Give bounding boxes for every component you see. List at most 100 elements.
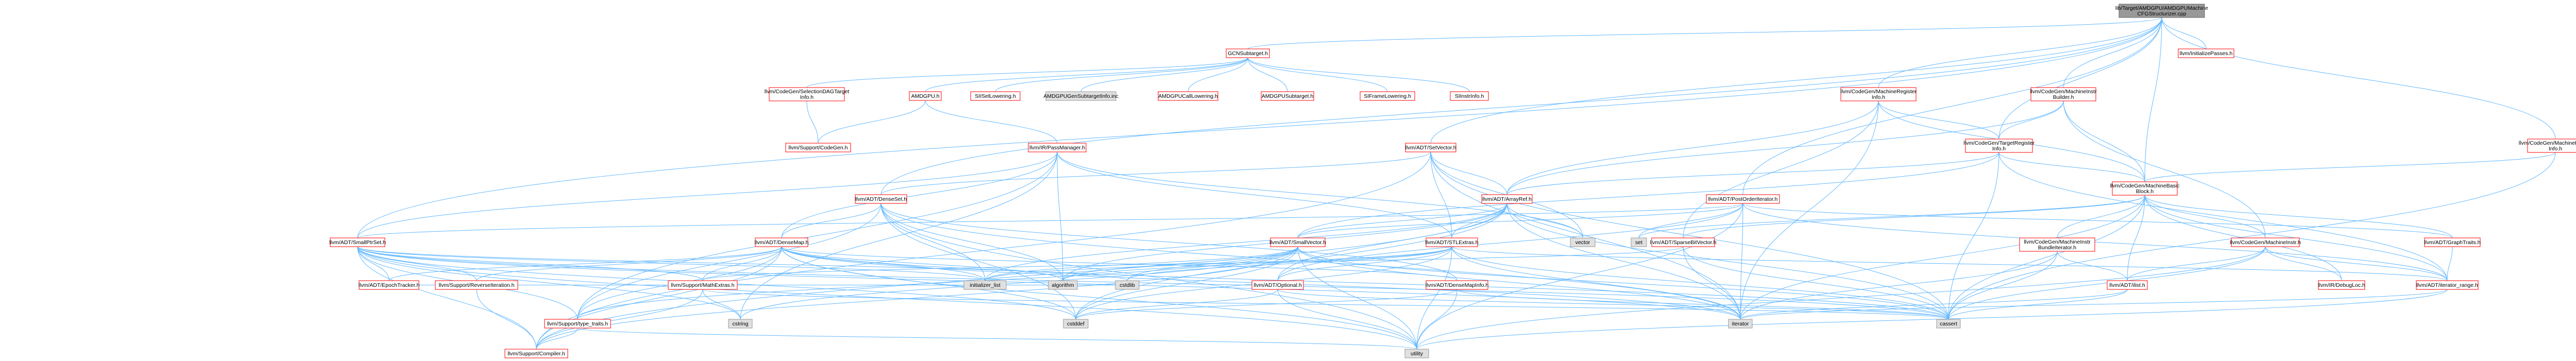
node-densemap[interactable]: llvm/ADT/DenseMap.h	[754, 237, 809, 247]
node-box	[1840, 87, 1917, 101]
node-label: Info.h	[2549, 146, 2562, 152]
edge-passmgr-to-typetraits	[575, 151, 1058, 324]
edge-mbb-to-mi	[2144, 195, 2267, 243]
node-amdgpuh[interactable]: AMDGPU.h	[909, 91, 942, 101]
node-label: cstring	[733, 321, 749, 327]
edge-smallvec-to-initlist	[983, 246, 1298, 285]
edge-optional-to-cassert	[1277, 289, 1951, 324]
node-label: llvm/ADT/SmallVector.h	[1269, 239, 1326, 246]
node-label: CFGStructurizer.cpp	[2137, 11, 2186, 17]
node-label: llvm/ADT/SetVector.h	[1405, 145, 1456, 151]
node-initpass[interactable]: llvm/InitializePasses.h	[2178, 48, 2234, 58]
node-label: cstdlib	[1120, 282, 1135, 288]
node-sparsebv[interactable]: llvm/ADT/SparseBitVector.h	[1650, 237, 1717, 247]
node-reviter[interactable]: llvm/Support/ReverseIteration.h	[435, 280, 518, 290]
node-cgsupport[interactable]: llvm/Support/CodeGen.h	[785, 143, 851, 152]
edge-passmgr-to-vector	[1057, 151, 1585, 243]
node-ilist[interactable]: llvm/ADT/ilist.h	[2107, 280, 2148, 290]
node-mibundle[interactable]: llvm/CodeGen/MachineInstrBundleIterator.…	[2019, 237, 2095, 252]
edge-densemap-to-epoch	[387, 246, 782, 285]
edge-smallvec-to-utility	[1297, 246, 1419, 354]
edge-cgmrinfo-to-tri	[1878, 100, 2001, 144]
edge-passmgr-to-densemap	[779, 151, 1058, 243]
edge-densemap-to-initlist	[781, 246, 987, 285]
node-label: SIISelLowering.h	[975, 93, 1016, 99]
node-stlextras[interactable]: llvm/ADT/STLExtras.h	[1425, 237, 1479, 247]
node-label: llvm/ADT/GraphTraits.h	[2424, 239, 2480, 246]
node-label: lib/Target/AMDGPU/AMDGPUMachine	[2115, 5, 2208, 11]
node-smallvec[interactable]: llvm/ADT/SmallVector.h	[1269, 237, 1326, 247]
node-gcn[interactable]: GCNSubtarget.h	[1226, 48, 1270, 58]
node-box	[1426, 280, 1488, 290]
edge-gcn-to-amdgpust	[1247, 57, 1290, 96]
node-label: AMDGPUGenSubtargetInfo.inc	[1043, 93, 1118, 99]
node-label: Info.h	[1872, 94, 1885, 100]
node-mi[interactable]: llvm/CodeGen/MachineInstr.h	[2230, 237, 2301, 247]
node-siframe[interactable]: SIFrameLowering.h	[1360, 91, 1415, 101]
edge-arrayref-to-vector	[1506, 203, 1585, 243]
node-box	[1965, 139, 2033, 153]
node-box	[359, 280, 419, 290]
node-iterrange[interactable]: llvm/ADT/iterator_range.h	[2416, 280, 2479, 290]
edge-po-to-graphtraits	[1742, 203, 2454, 243]
edge-smallptr-to-initlist	[357, 246, 987, 285]
node-graphtraits[interactable]: llvm/ADT/GraphTraits.h	[2424, 237, 2481, 247]
node-label: set	[1635, 239, 1642, 246]
node-optional[interactable]: llvm/ADT/Optional.h	[1251, 280, 1304, 290]
node-box	[544, 319, 611, 329]
edge-mbb-to-mibundle	[2055, 195, 2145, 243]
node-box	[2112, 181, 2178, 196]
node-label: AMDGPU.h	[911, 93, 940, 99]
node-smallptr[interactable]: llvm/ADT/SmallPtrSet.h	[329, 237, 386, 247]
edge-gcn-to-siinstr	[1247, 57, 1471, 96]
node-vector: vector	[1570, 237, 1596, 247]
edge-smallvec-to-compiler	[534, 246, 1298, 354]
edge-denseset-to-algorithm	[880, 203, 1065, 285]
node-label: llvm/CodeGen/MachineInstr	[2030, 89, 2097, 95]
edge-gcn-to-calllow	[1186, 57, 1248, 96]
edge-stlextras-to-initlist	[983, 246, 1452, 285]
node-box	[1450, 91, 1489, 101]
node-box	[2019, 237, 2095, 252]
edge-root-to-cgregioninfo	[2161, 17, 2557, 144]
node-mathextras[interactable]: llvm/Support/MathExtras.h	[668, 280, 738, 290]
node-po[interactable]: llvm/ADT/PostOrderIterator.h	[1706, 194, 1780, 204]
node-label: BundleIterator.h	[2038, 245, 2076, 251]
node-typetraits[interactable]: llvm/Support/type_traits.h	[544, 319, 611, 329]
node-passmgr[interactable]: llvm/IR/PassManager.h	[1028, 143, 1087, 152]
edge-cgregioninfo-to-cassert	[1946, 152, 2556, 324]
node-densemapinfo[interactable]: llvm/ADT/DenseMapInfo.h	[1426, 280, 1489, 290]
node-box	[2107, 280, 2148, 290]
edge-root-to-denseset	[879, 17, 2162, 199]
node-label: llvm/InitializePasses.h	[2180, 50, 2233, 57]
node-box	[1404, 349, 1429, 358]
node-amdgpust[interactable]: AMDGPUSubtarget.h	[1261, 91, 1314, 101]
node-calllow[interactable]: AMDGPUCallLowering.h	[1158, 91, 1218, 101]
edge-cgmrinfo-to-sparsebv	[1681, 100, 1879, 243]
node-compiler[interactable]: llvm/Support/Compiler.h	[504, 349, 568, 358]
edge-denseset-to-cstddef	[880, 203, 1078, 324]
edge-smallvec-to-cstddef	[1074, 246, 1298, 324]
node-box	[855, 194, 907, 204]
node-epoch[interactable]: llvm/ADT/EpochTracker.h	[359, 280, 420, 290]
edge-sparsebv-to-mathextras	[701, 246, 1684, 285]
node-label: llvm/CodeGen/MachineRegister	[1840, 89, 1917, 95]
edge-iterrange-to-utility	[1415, 289, 2448, 354]
node-cgregioninfo[interactable]: llvm/CodeGen/MachineRegionInfo.h	[2519, 139, 2576, 153]
node-denseset[interactable]: llvm/ADT/DenseSet.h	[855, 194, 907, 204]
node-siisel[interactable]: SIISelLowering.h	[970, 91, 1021, 101]
node-setvector[interactable]: llvm/ADT/SetVector.h	[1405, 143, 1456, 152]
node-label: llvm/Support/CodeGen.h	[789, 145, 848, 151]
edge-passmgr-to-smallptr	[355, 151, 1058, 243]
edge-densemap-to-reviter	[474, 246, 782, 285]
edge-root-to-smallptr	[355, 17, 2162, 243]
edge-densemap-to-utility	[781, 246, 1419, 354]
node-debugloc[interactable]: llvm/IR/DebugLoc.h	[2318, 280, 2365, 290]
node-arrayref[interactable]: llvm/ADT/ArrayRef.h	[1481, 194, 1533, 204]
node-siinstr[interactable]: SIInstrInfo.h	[1450, 91, 1489, 101]
